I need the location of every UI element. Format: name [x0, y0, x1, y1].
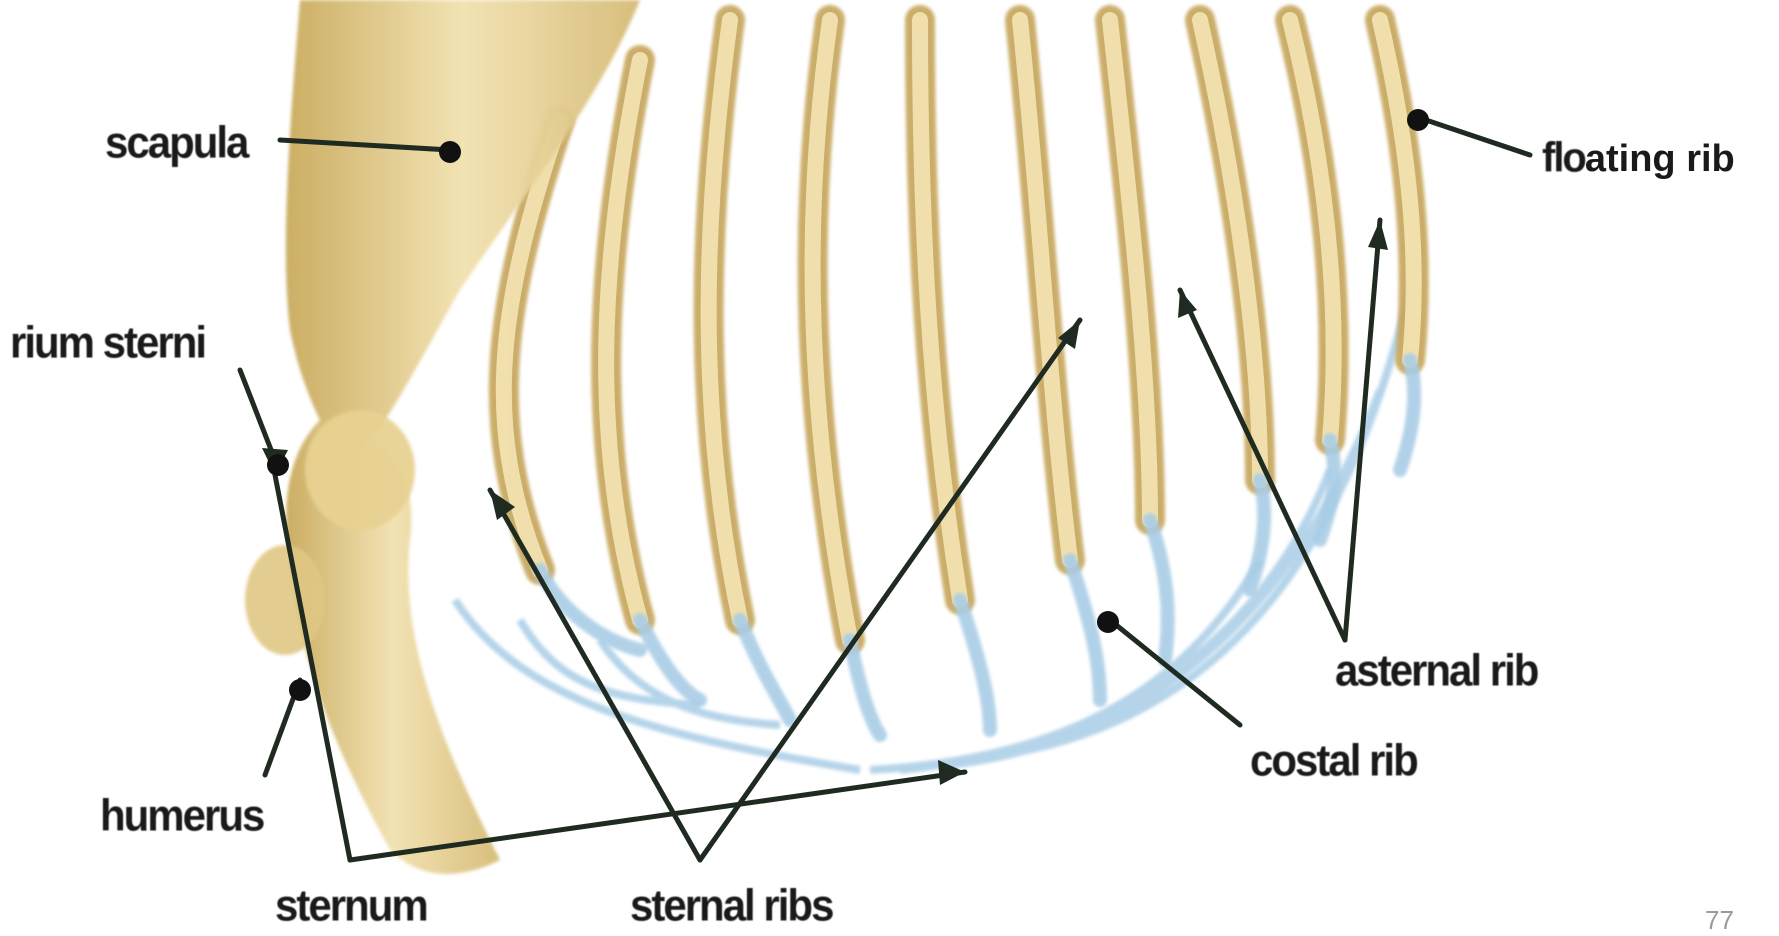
- scapula-label: scapula: [105, 121, 247, 165]
- page-number: 77: [1705, 905, 1734, 936]
- floating-rib-label-prefix: flo: [1542, 137, 1585, 179]
- sternal-ribs-label: sternal ribs: [630, 884, 832, 928]
- shoulder-joint: [305, 410, 415, 530]
- costal-rib-label: costal rib: [1250, 739, 1417, 783]
- scapula-bone: [286, 0, 640, 470]
- floating-rib-label: floating rib: [1542, 138, 1735, 178]
- humerus-label: humerus: [100, 794, 263, 838]
- manubrium-label: rium sterni: [10, 321, 205, 365]
- ribs: [504, 20, 1414, 735]
- sternum-label: sternum: [275, 884, 427, 928]
- asternal-rib-label: asternal rib: [1335, 649, 1537, 693]
- floating-rib-label-suffix: ating rib: [1585, 138, 1735, 180]
